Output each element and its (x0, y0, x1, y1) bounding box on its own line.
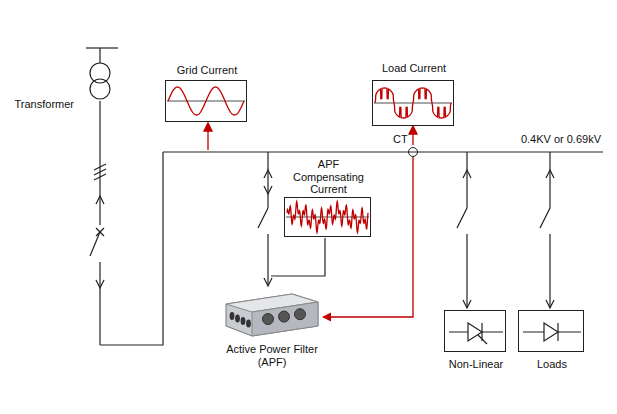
feeder-switch (90, 232, 100, 256)
harmonic-wave (287, 201, 368, 232)
load-branch-line (549, 234, 550, 308)
node-label: APF Compensating Current (283, 158, 375, 196)
feeder-line (100, 152, 163, 345)
feeder-line (99, 101, 100, 225)
leader-line (271, 238, 325, 276)
branch-arrow (463, 300, 471, 308)
apf-switch (258, 208, 268, 228)
voltage-label: 0.4KV or 0.69kV (521, 133, 601, 145)
load-branch-line (466, 234, 467, 308)
branch-arrow (463, 170, 471, 178)
sine-wave (168, 87, 244, 115)
branch-arrow (546, 170, 554, 178)
current-transformer: CT (408, 147, 418, 157)
branch-arrow (546, 300, 554, 308)
measure-arrowhead (204, 123, 212, 131)
distorted-wave (375, 88, 451, 118)
load-branch-line (466, 152, 467, 208)
three-phase-mark (94, 174, 106, 180)
load-box: Loads (518, 310, 584, 352)
waveform-box: APF Compensating Current (284, 197, 371, 237)
node-label: Loads (537, 358, 567, 371)
grid-terminal (86, 47, 118, 48)
branch-arrow (264, 278, 272, 286)
grid-lead (99, 48, 100, 63)
feeder-line (99, 262, 100, 345)
load-switch (540, 208, 550, 228)
three-phase-mark (94, 169, 106, 175)
three-phase-mark (94, 164, 106, 170)
branch-arrow (264, 170, 272, 178)
apf-branch-line (267, 152, 268, 208)
node-label: Grid Current (177, 64, 238, 77)
load-box: Non-Linear (444, 310, 506, 352)
load-switch (457, 208, 467, 228)
load-branch-line (549, 152, 550, 208)
node-label: CT (393, 133, 408, 146)
node-label: Active Power Filter (APF) (224, 343, 320, 368)
node-label: Transformer (15, 98, 75, 111)
measure-arrowhead (409, 126, 417, 134)
scr-drawing (445, 311, 507, 353)
branch-arrow (264, 186, 272, 194)
waveform-box: Load Current (372, 80, 454, 126)
waveform-box: Grid Current (165, 80, 247, 122)
apf-drawing (222, 288, 322, 338)
transformer-symbol: Transformer (88, 62, 112, 102)
feeder-arrow (96, 280, 104, 288)
node-label: Load Current (382, 62, 446, 75)
node-label: Non-Linear (449, 358, 503, 371)
diode-drawing (519, 311, 585, 353)
busbar (163, 151, 603, 152)
apf-branch-line (267, 234, 268, 286)
apf-unit: Active Power Filter (APF) (222, 288, 322, 338)
feeder-arrow (96, 196, 104, 204)
xfmr-drawing (88, 62, 112, 102)
